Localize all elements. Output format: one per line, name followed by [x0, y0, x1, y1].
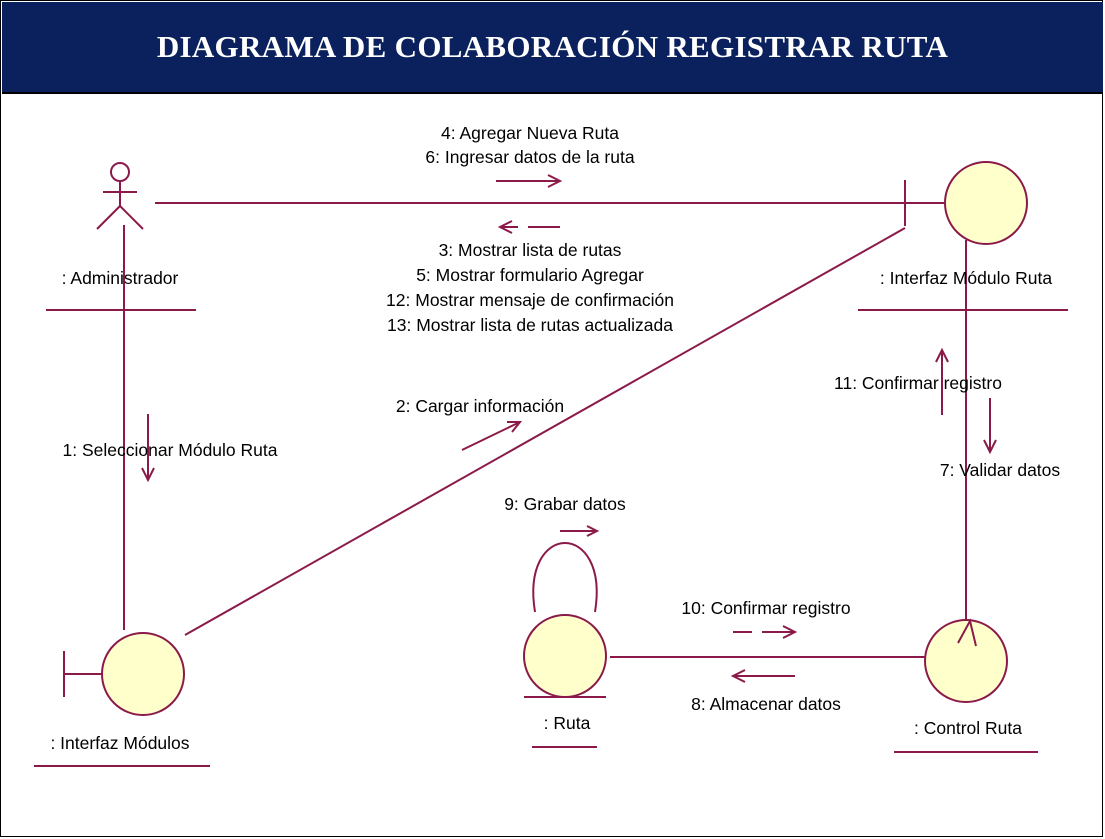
- message-11: 11: Confirmar registro: [834, 373, 1002, 393]
- message-13: 13: Mostrar lista de rutas actualizada: [387, 315, 673, 335]
- message-5: 5: Mostrar formulario Agregar: [416, 265, 644, 285]
- label-administrador: : Administrador: [62, 268, 179, 288]
- message-9: 9: Grabar datos: [504, 494, 626, 514]
- self-loop-ruta: [532, 542, 598, 613]
- message-8: 8: Almacenar datos: [691, 694, 841, 714]
- title-bar: DIAGRAMA DE COLABORACIÓN REGISTRAR RUTA: [2, 2, 1103, 94]
- message-6: 6: Ingresar datos de la ruta: [425, 147, 634, 167]
- arrow-seleccionar-modulo: [141, 414, 155, 483]
- diagram-title: DIAGRAMA DE COLABORACIÓN REGISTRAR RUTA: [156, 29, 949, 64]
- control-icon-control-ruta: [924, 618, 1008, 703]
- label-control-ruta: : Control Ruta: [914, 718, 1022, 738]
- message-12: 12: Mostrar mensaje de confirmación: [386, 290, 674, 310]
- arrow-confirmar-registro-up: [935, 347, 949, 415]
- message-10: 10: Confirmar registro: [681, 598, 850, 618]
- arrow-validar-datos: [983, 398, 997, 455]
- label-interfaz-modulo-ruta: : Interfaz Módulo Ruta: [880, 268, 1052, 288]
- link-interfaz-modulos-interfaz-ruta: [184, 227, 906, 636]
- arrow-mostrar-lista: [497, 220, 560, 234]
- boundary-icon-interfaz-ruta: [904, 161, 1028, 245]
- arrow-cargar-informacion: [461, 421, 523, 451]
- entity-icon-ruta: [523, 614, 607, 698]
- label-ruta: : Ruta: [544, 713, 591, 733]
- message-2: 2: Cargar información: [396, 396, 564, 416]
- arrow-almacenar-datos: [730, 669, 795, 683]
- actor-icon: [96, 162, 144, 230]
- message-4: 4: Agregar Nueva Ruta: [441, 123, 619, 143]
- label-interfaz-modulos: : Interfaz Módulos: [50, 733, 189, 753]
- boundary-icon-interfaz-modulos: [63, 632, 185, 716]
- message-7: 7: Validar datos: [940, 460, 1061, 480]
- message-1: 1: Seleccionar Módulo Ruta: [63, 440, 278, 460]
- arrow-grabar-datos: [560, 525, 600, 537]
- message-3: 3: Mostrar lista de rutas: [439, 240, 622, 260]
- arrow-confirmar-registro: [733, 625, 798, 639]
- arrow-agregar-ruta: [496, 174, 563, 188]
